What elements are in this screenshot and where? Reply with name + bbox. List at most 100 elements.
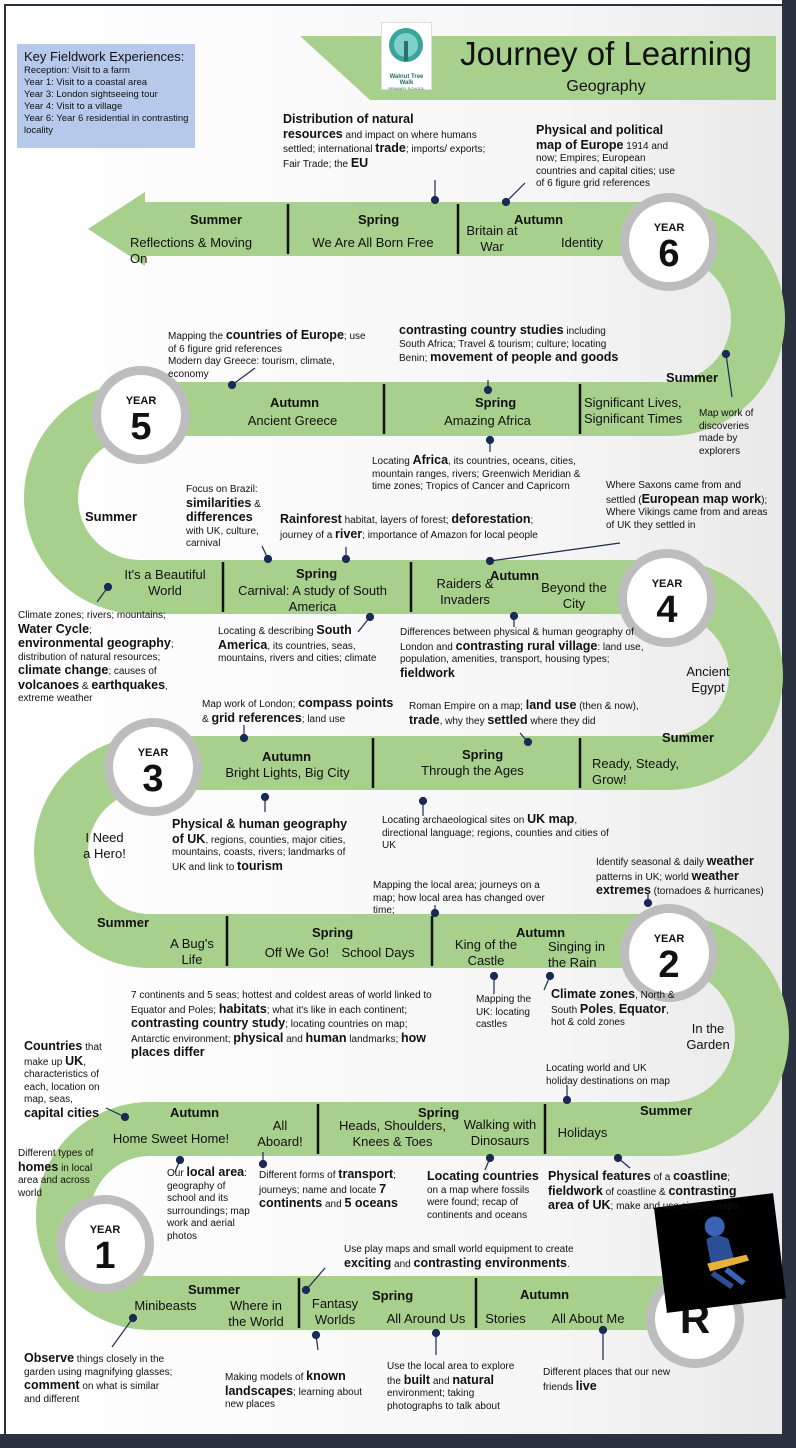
r-spring-label: Spring: [372, 1288, 414, 1303]
y5-spring-label: Spring: [475, 395, 517, 410]
key-fieldwork-content: Key Fieldwork Experiences: Reception: Vi…: [17, 44, 207, 137]
road-bend-1-r: [36, 1102, 151, 1330]
y4-spring-label: Spring: [296, 566, 338, 581]
note-map-work-london: Map work of London; compass points & gri…: [202, 696, 394, 725]
year2-badge: YEAR 2: [620, 904, 718, 1002]
note-london-village: Differences between physical & human geo…: [400, 627, 644, 680]
reading-child-illustration: [653, 1193, 787, 1313]
note-mapping-castles: Mapping the UK: locating castles: [476, 994, 532, 1030]
note-archaeological-sites: Locating archaeological sites on UK map,…: [382, 812, 609, 851]
note-explorers: Map work of discoveries made by explorer…: [699, 408, 754, 457]
year5-badge: YEAR 5: [92, 366, 190, 464]
year2-badge-label: YEAR: [653, 933, 685, 945]
key-item: Year 6: Year 6 residential in contrastin…: [24, 113, 189, 136]
note-local-area: Our local area: geography of school and …: [167, 1165, 250, 1242]
y2-spring-topic-b: School Days: [341, 945, 415, 960]
page-subtitle: Geography: [566, 78, 646, 95]
note-map-of-europe: Physical and political map of Europe 191…: [536, 123, 675, 189]
year4-badge: YEAR 4: [618, 549, 716, 647]
logo-text: Walnut Tree Walk: [389, 74, 424, 86]
key-item: Year 3: London sightseeing tour: [24, 89, 158, 100]
note-holiday-destinations: Locating world and UK holiday destinatio…: [546, 1063, 670, 1087]
r-spring-topic-a: Fantasy Worlds: [311, 1296, 359, 1327]
year4-badge-number: 4: [656, 589, 678, 631]
note-contrasting-country-studies: contrasting country studies including So…: [399, 323, 619, 364]
year1-badge-label: YEAR: [89, 1224, 121, 1236]
year1-badge: YEAR 1: [56, 1195, 154, 1293]
y4-spring-topic: Carnival: A study of South America: [238, 583, 387, 614]
y1-summer-topic: Holidays: [557, 1125, 608, 1140]
y6-autumn-label: Autumn: [514, 212, 564, 227]
bottom-border: [0, 1434, 796, 1448]
r-summer-topic-b: Where in the World: [228, 1298, 284, 1329]
y1-spring-topic-b: Walking with Dinosaurs: [463, 1117, 537, 1148]
y2-summer-label: Summer: [97, 915, 150, 930]
year2-badge-number: 2: [658, 944, 680, 986]
y1-spring-label: Spring: [418, 1105, 460, 1120]
key-fieldwork-box: [17, 44, 195, 148]
y5-autumn-label: Autumn: [270, 395, 320, 410]
note-observe-garden: Observe things closely in the garden usi…: [24, 1351, 173, 1405]
note-climate-zones: Climate zones; rivers; mountains; Water …: [18, 610, 174, 704]
y3-autumn-topic: Bright Lights, Big City: [225, 765, 350, 780]
note-mapping-local-area: Mapping the local area; journeys on a ma…: [373, 880, 545, 916]
key-item: Reception: Visit to a farm: [24, 65, 130, 76]
r-spring-topic-b: All Around Us: [386, 1311, 466, 1326]
y1-spring-topic-a: Heads, Shoulders, Knees & Toes: [339, 1118, 446, 1149]
key-item: Year 1: Visit to a coastal area: [24, 77, 148, 88]
note-locating-africa: Locating Africa, its countries, oceans, …: [372, 453, 581, 492]
y6-spring-topic: We Are All Born Free: [312, 235, 434, 250]
y2-spring-topic-a: Off We Go!: [264, 945, 330, 960]
y5-summer-topic: Significant Lives, Significant Times: [584, 395, 683, 426]
y4-autumn-label: Autumn: [490, 568, 540, 583]
logo-subtext: PRIMARY SCHOOL: [388, 86, 425, 91]
right-border: [782, 0, 796, 1448]
note-weather: Identify seasonal & daily weather patter…: [596, 854, 764, 897]
y3-extra-topic: I Need a Hero!: [83, 830, 126, 861]
y6-summer-label: Summer: [190, 212, 243, 227]
note-types-of-homes: Different types of homes in local area a…: [18, 1148, 94, 1199]
school-logo: Walnut Tree Walk PRIMARY SCHOOL: [381, 22, 432, 91]
y3-spring-topic: Through the Ages: [421, 763, 524, 778]
note-transport: Different forms of transport; journeys; …: [259, 1167, 398, 1210]
y4-autumn-topic-a: Raiders & Invaders: [436, 576, 494, 607]
y2-autumn-topic-a: King of the Castle: [454, 937, 518, 968]
year6-badge: YEAR 6: [620, 193, 718, 291]
note-seven-continents: 7 continents and 5 seas; hottest and col…: [131, 990, 432, 1059]
note-climate-poles: Climate zones, North & South Poles, Equa…: [551, 987, 675, 1028]
page-title: Journey of Learning: [460, 35, 752, 72]
y5-spring-topic: Amazing Africa: [444, 413, 531, 428]
note-locating-countries-fossils: Locating countries on a map where fossil…: [427, 1169, 539, 1221]
r-autumn-label: Autumn: [520, 1287, 570, 1302]
road-arrow-head: [88, 192, 145, 266]
year3-badge-label: YEAR: [137, 747, 169, 759]
y6-summer-topic: Reflections & Moving On: [130, 235, 253, 266]
tree-logo-icon: [389, 28, 423, 62]
r-autumn-topic-a: Stories: [485, 1311, 526, 1326]
note-countries-of-uk: Countries that make up UK, characteristi…: [24, 1039, 102, 1120]
key-item: Year 4: Visit to a village: [24, 101, 123, 112]
y2-autumn-topic-b: Singing in the Rain: [548, 939, 606, 970]
y4-summer-label: Summer: [85, 509, 138, 524]
y6-autumn-topic-a: Britain at War: [466, 223, 518, 254]
year6-badge-number: 6: [658, 233, 680, 275]
y1-autumn-topic-b: All Aboard!: [257, 1118, 303, 1149]
y2-summer-topic: A Bug's Life: [170, 936, 214, 967]
note-south-america: Locating & describing South America, its…: [218, 623, 377, 664]
note-models-landscapes: Making models of known landscapes; learn…: [225, 1369, 363, 1410]
note-local-area-explore: Use the local area to explore the built …: [387, 1361, 515, 1412]
y3-spring-label: Spring: [462, 747, 504, 762]
year3-badge: YEAR 3: [104, 718, 202, 816]
year4-badge-label: YEAR: [651, 578, 683, 590]
y2-spring-label: Spring: [312, 925, 354, 940]
y3-summer-topic: Ready, Steady, Grow!: [592, 756, 679, 787]
note-new-friends: Different places that our new friends li…: [543, 1367, 671, 1393]
y4-summer-topic: It's a Beautiful World: [124, 567, 206, 598]
note-roman-empire: Roman Empire on a map; land use (then & …: [409, 698, 639, 727]
y2-autumn-label: Autumn: [516, 925, 566, 940]
y6-spring-label: Spring: [358, 212, 400, 227]
y1-autumn-topic-a: Home Sweet Home!: [112, 1131, 230, 1146]
